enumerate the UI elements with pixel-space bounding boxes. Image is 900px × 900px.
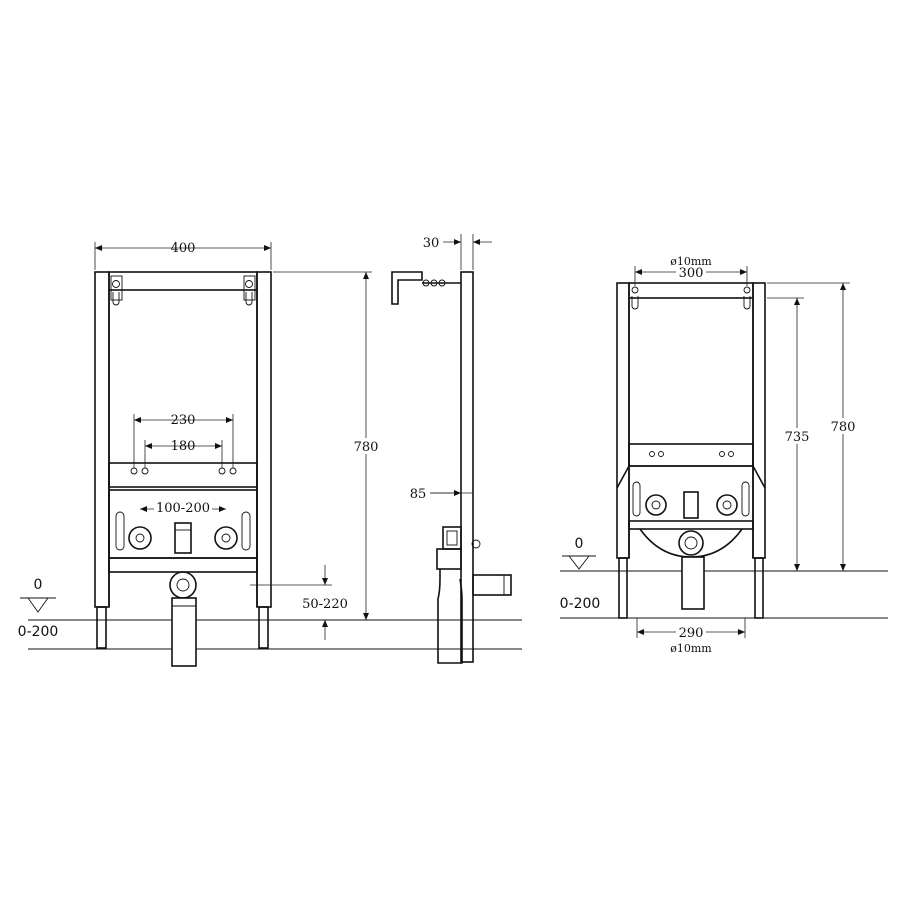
front-inner-hole-label: 180 [171,439,196,454]
side-main-post [460,271,474,663]
front-right-foot [258,606,269,649]
front-hole-3 [218,467,226,475]
side-bracket-bolt-2 [430,279,438,287]
back-top-hole-diameter: ø10mm [670,255,712,268]
back-mid-plate [628,443,754,467]
front-hole-2 [141,467,149,475]
back-lower-rail [628,520,754,530]
front-bottom-rail [108,557,258,573]
back-top-hole-right [743,286,751,294]
back-inner-height-label-bg [782,428,812,444]
back-hole-2 [658,451,664,457]
back-top-hole-left [631,286,639,294]
side-valve-block [436,548,462,570]
back-right-post [752,282,766,559]
front-top-bracket-left [110,275,123,301]
side-fitting-inner [446,530,458,546]
front-mid-plate [108,462,258,488]
front-drain-icon [169,571,197,599]
side-drain-pipe [437,569,463,664]
back-inner-height-label: 735 [785,430,810,445]
back-drain-icon [678,530,704,556]
back-floor-zero: 0 [575,536,584,552]
back-height-label-bg [828,418,858,434]
back-slot-right [741,481,750,517]
front-valve-left-icon [128,526,152,550]
back-top-rail [628,282,754,299]
back-hook-left-icon [631,296,639,310]
back-valve-left-icon [645,494,667,516]
side-depth-label: 30 [423,236,440,251]
front-hook-left-icon [112,292,120,306]
side-view: 30 85 [391,234,512,664]
front-top-bracket-right [243,275,256,301]
front-view: 400 230 180 100-200 780 50-220 0 0-200 [18,241,522,667]
front-top-bolt-left [112,280,120,288]
back-left-foot [618,557,628,619]
back-drain-housing [639,528,743,558]
back-slot-left [632,481,641,517]
front-drain-core [176,578,190,592]
side-fitting-bolt [471,539,481,549]
front-slot-right [241,511,251,551]
back-hole-1 [649,451,655,457]
back-top-label-bg [676,265,706,278]
front-fitting-label-bg [154,499,212,513]
front-top-bolt-right [245,280,253,288]
front-drain-pipe [171,597,197,667]
side-fitting-bracket [442,526,462,550]
back-bottom-label-bg [676,625,706,638]
back-drain-core [684,536,698,550]
back-bottom-spacing-label: 290 [679,626,704,641]
back-height-label: 780 [831,420,856,435]
back-valve-right-core [722,500,732,510]
front-fitting-label: 100-200 [156,501,210,516]
back-hole-3 [719,451,725,457]
front-valve-right-icon [214,526,238,550]
back-top-spacing-label: 300 [679,266,704,281]
side-drain-outlet [472,574,512,596]
side-bracket-bolt-1 [422,279,430,287]
side-wall-bracket [391,271,423,305]
front-left-post [94,271,110,608]
back-hook-right-icon [743,296,751,310]
front-floor-offset-label: 50-220 [302,597,348,612]
back-drain-pipe [681,556,705,610]
side-fitting-height-label: 85 [410,487,427,502]
back-lower-frame [616,465,766,489]
front-height-label-bg [351,438,381,454]
back-right-foot [754,557,764,619]
back-floor-range: 0-200 [560,596,601,612]
front-valve-left-core [135,533,145,543]
front-floor-zero: 0 [34,577,43,593]
back-valve-right-icon [716,494,738,516]
front-height-label: 780 [354,440,379,455]
front-top-rail [108,271,258,291]
front-right-post [256,271,272,608]
back-valve-left-core [651,500,661,510]
back-left-post [616,282,630,559]
back-hole-4 [728,451,734,457]
back-bottom-hole-diameter: ø10mm [670,642,712,655]
front-slot-left [115,511,125,551]
back-floor-marker-icon [568,555,590,570]
front-hook-right-icon [245,292,253,306]
side-bracket-bolt-3 [438,279,446,287]
front-left-foot [96,606,107,649]
front-floor-range: 0-200 [18,624,59,640]
front-hole-1 [130,467,138,475]
front-outer-hole-label: 230 [171,413,196,428]
back-view: ø10mm 300 735 780 290 ø10mm 0 0-200 [560,255,888,655]
front-valve-right-core [221,533,231,543]
front-hole-4 [229,467,237,475]
front-center-fitting [174,522,192,554]
front-floor-marker-icon [27,597,49,613]
back-center-fitting [683,491,699,519]
front-width-label: 400 [171,241,196,256]
